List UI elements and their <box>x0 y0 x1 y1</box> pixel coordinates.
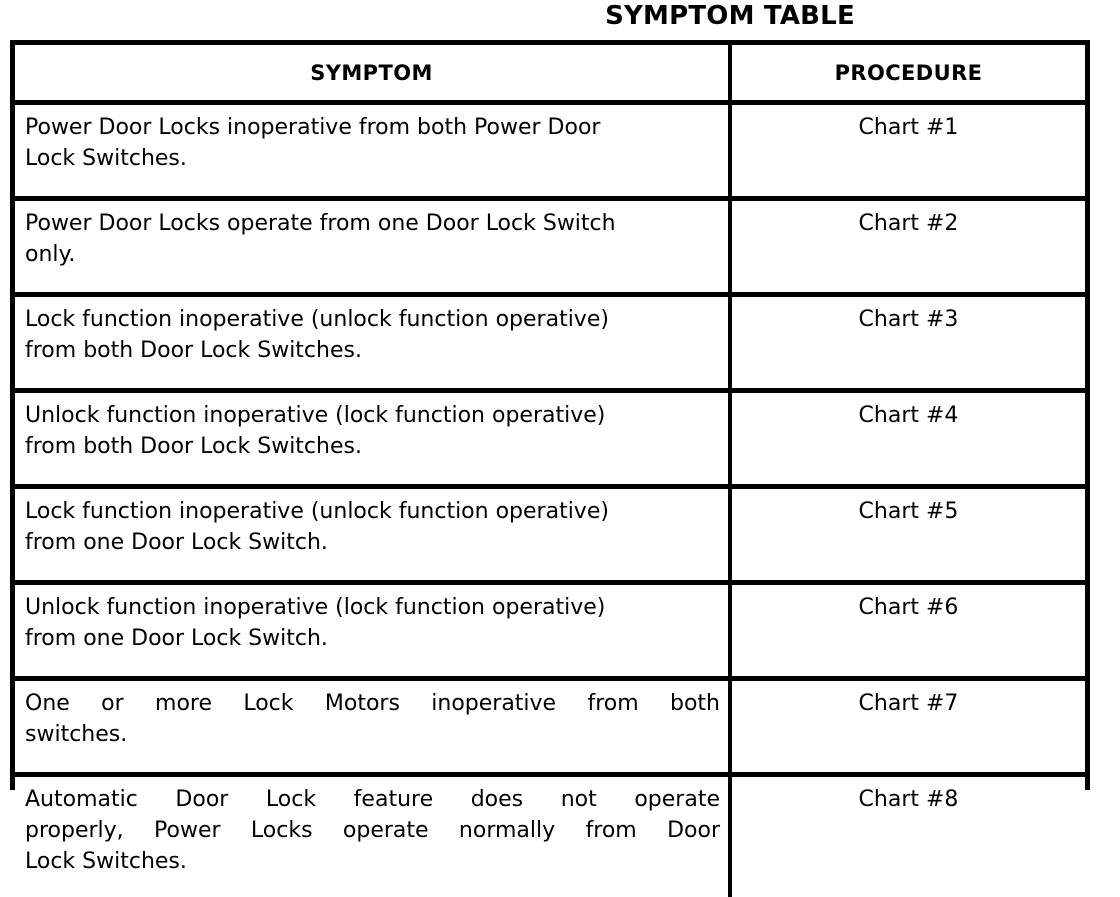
column-header-procedure: PROCEDURE <box>730 45 1085 103</box>
symptom-line: One or more Lock Motors inoperative from… <box>25 688 720 719</box>
table-header-row: SYMPTOM PROCEDURE <box>15 45 1085 103</box>
symptom-line: from both Door Lock Switches. <box>25 335 720 366</box>
symptom-line: from both Door Lock Switches. <box>25 431 720 462</box>
symptom-line: Unlock function inoperative (lock functi… <box>25 400 720 431</box>
table-row: Power Door Locks inoperative from both P… <box>15 103 1085 199</box>
symptom-line: switches. <box>25 719 720 750</box>
symptom-line: Lock function inoperative (unlock functi… <box>25 304 720 335</box>
cell-procedure: Chart #1 <box>730 103 1085 199</box>
page-root: SYMPTOM TABLE SYMPTOM PROCEDURE Power Do… <box>0 0 1120 798</box>
table-row: Lock function inoperative (unlock functi… <box>15 295 1085 391</box>
cell-symptom: Unlock function inoperative (lock functi… <box>15 583 730 679</box>
symptom-table: SYMPTOM PROCEDURE Power Door Locks inope… <box>15 45 1085 897</box>
table-row: Lock function inoperative (unlock functi… <box>15 487 1085 583</box>
table-body: Power Door Locks inoperative from both P… <box>15 103 1085 897</box>
table-row: Unlock function inoperative (lock functi… <box>15 391 1085 487</box>
cell-procedure: Chart #4 <box>730 391 1085 487</box>
cell-symptom: Lock function inoperative (unlock functi… <box>15 487 730 583</box>
cell-symptom: One or more Lock Motors inoperative from… <box>15 679 730 775</box>
cell-symptom: Power Door Locks inoperative from both P… <box>15 103 730 199</box>
cell-symptom: Lock function inoperative (unlock functi… <box>15 295 730 391</box>
cell-symptom: Automatic Door Lock feature does not ope… <box>15 775 730 897</box>
symptom-line: Unlock function inoperative (lock functi… <box>25 592 720 623</box>
cell-procedure: Chart #5 <box>730 487 1085 583</box>
symptom-line: from one Door Lock Switch. <box>25 527 720 558</box>
symptom-line: Automatic Door Lock feature does not ope… <box>25 784 720 815</box>
symptom-line: Lock Switches. <box>25 846 720 877</box>
table-row: Power Door Locks operate from one Door L… <box>15 199 1085 295</box>
symptom-table-container: SYMPTOM PROCEDURE Power Door Locks inope… <box>10 40 1090 790</box>
symptom-line: properly, Power Locks operate normally f… <box>25 815 720 846</box>
table-row: Automatic Door Lock feature does not ope… <box>15 775 1085 897</box>
symptom-line: Power Door Locks operate from one Door L… <box>25 208 720 239</box>
cell-symptom: Power Door Locks operate from one Door L… <box>15 199 730 295</box>
symptom-line: from one Door Lock Switch. <box>25 623 720 654</box>
symptom-line: Lock Switches. <box>25 143 720 174</box>
symptom-line: Lock function inoperative (unlock functi… <box>25 496 720 527</box>
cell-procedure: Chart #8 <box>730 775 1085 897</box>
cell-procedure: Chart #7 <box>730 679 1085 775</box>
symptom-line: only. <box>25 239 720 270</box>
symptom-line: Power Door Locks inoperative from both P… <box>25 112 720 143</box>
table-row: One or more Lock Motors inoperative from… <box>15 679 1085 775</box>
cell-procedure: Chart #6 <box>730 583 1085 679</box>
cell-procedure: Chart #3 <box>730 295 1085 391</box>
cell-symptom: Unlock function inoperative (lock functi… <box>15 391 730 487</box>
cell-procedure: Chart #2 <box>730 199 1085 295</box>
column-header-symptom: SYMPTOM <box>15 45 730 103</box>
page-title: SYMPTOM TABLE <box>0 0 1120 32</box>
table-header: SYMPTOM PROCEDURE <box>15 45 1085 103</box>
table-row: Unlock function inoperative (lock functi… <box>15 583 1085 679</box>
